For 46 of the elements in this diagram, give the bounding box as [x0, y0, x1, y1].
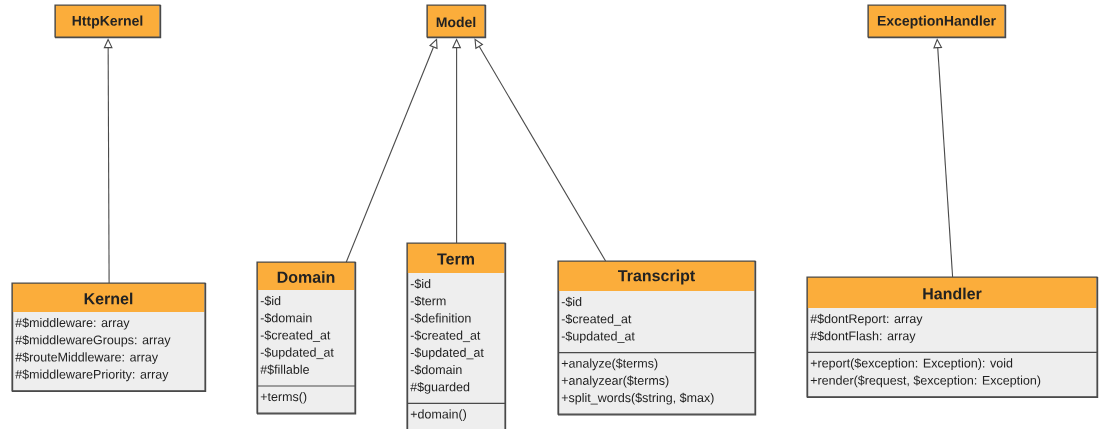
class-box	[406, 242, 507, 429]
method-text: +report($exception: Exception): void	[810, 358, 1013, 370]
inheritance-arrow	[345, 38, 438, 263]
class-name: HttpKernel	[72, 15, 143, 29]
attribute-text: -$created_at	[410, 330, 481, 343]
class-name: Term	[437, 253, 474, 265]
attribute-text: #$fillable	[260, 364, 309, 375]
attribute-text: #$middleware: array	[15, 317, 130, 330]
method-text: +render($request, $exception: Exception)	[810, 375, 1041, 388]
class-box	[11, 282, 207, 392]
method-text: +split_words($string, $max)	[561, 392, 714, 405]
attribute-text: -$id	[410, 278, 431, 289]
attribute-text: -$definition	[410, 313, 471, 324]
method-text: +domain()	[410, 409, 467, 421]
attribute-text: -$created_at	[561, 313, 632, 326]
class-box	[426, 4, 487, 39]
class-name: Model	[436, 16, 476, 28]
class-box	[557, 260, 757, 416]
attribute-text: #$dontFlash: array	[810, 330, 916, 343]
attribute-text: #$dontReport: array	[810, 313, 923, 326]
attribute-text: -$created_at	[260, 330, 331, 342]
method-text: +terms()	[260, 391, 307, 404]
class-name: Handler	[923, 287, 982, 300]
attribute-text: -$term	[410, 295, 446, 307]
class-name: ExceptionHandler	[877, 15, 996, 29]
attribute-text: #$routeMiddleware: array	[15, 352, 159, 364]
attribute-text: -$domain	[260, 312, 312, 324]
class-name: Kernel	[84, 292, 133, 305]
class-box	[806, 276, 1099, 398]
attribute-text: -$id	[260, 295, 281, 306]
class-box	[867, 4, 1007, 39]
attribute-text: #$middlewareGroups: array	[15, 334, 171, 347]
attribute-text: #$middlewarePriority: array	[15, 369, 169, 382]
inheritance-arrow	[474, 38, 607, 262]
class-box	[54, 4, 162, 39]
attribute-text: #$guarded	[410, 381, 470, 394]
class-box	[256, 261, 357, 415]
attribute-text: -$updated_at	[410, 347, 484, 360]
method-text: +analyzear($terms)	[561, 375, 669, 388]
attribute-text: -$updated_at	[561, 331, 635, 343]
class-name: Transcript	[618, 269, 695, 285]
method-text: +analyze($terms)	[561, 358, 658, 371]
attribute-text: -$updated_at	[260, 347, 334, 360]
attribute-text: -$id	[561, 296, 582, 307]
class-name: Domain	[277, 271, 335, 283]
attribute-text: -$domain	[410, 364, 462, 375]
